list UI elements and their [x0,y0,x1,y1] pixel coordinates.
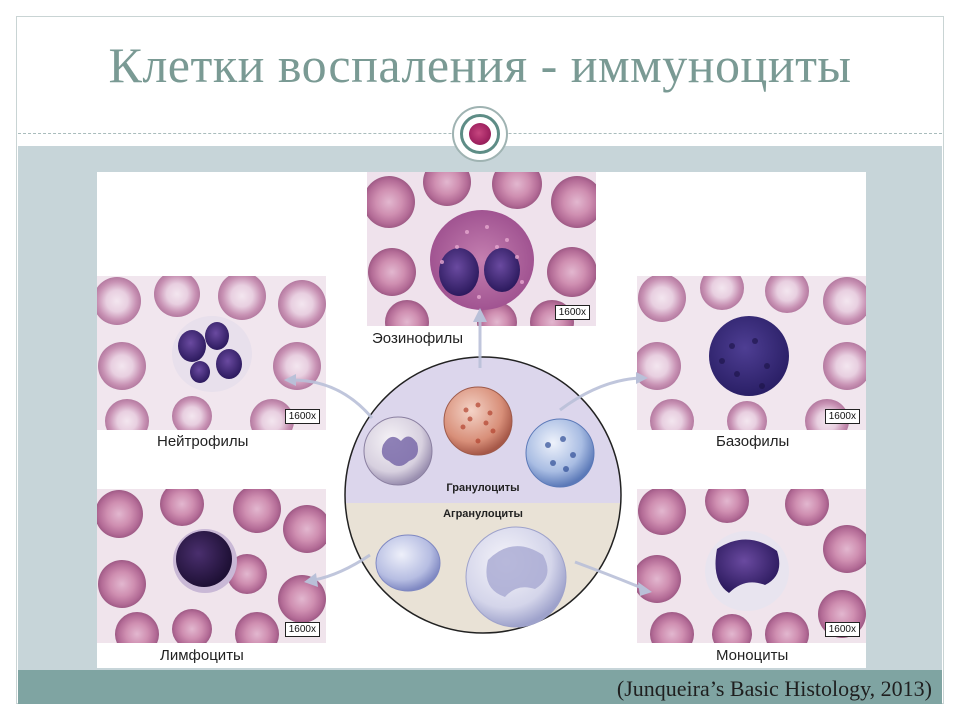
monocyte-schematic [465,526,567,628]
eosinophil-micrograph: 1600x [367,172,596,326]
eosinophil-label: Эозинофилы [372,330,464,347]
eosinophil-scale: 1600x [554,305,590,320]
arrow-monocyte [574,560,643,590]
basophil-scale: 1600x [824,409,860,424]
lymphocyte-micrograph: 1600x [97,489,326,643]
eosinophil-image [367,172,596,326]
neutrophil-micrograph: 1600x [97,276,326,430]
basophil-image [637,276,866,430]
neutrophil-schematic [363,416,433,486]
arrow-neutrophil [291,378,374,419]
monocyte-micrograph: 1600x [637,489,866,643]
monocyte-image [637,489,866,643]
citation-text: (Junqueira’s Basic Histology, 2013) [616,676,932,701]
lymphocyte-scale: 1600x [284,622,320,637]
granulocytes-label: Гранулоциты [446,482,519,494]
neutrophil-scale: 1600x [284,409,320,424]
footer-bar [18,670,942,704]
leukocyte-diagram: Гранулоциты Агранулоциты [344,356,622,634]
lymphocyte-image [97,489,326,643]
arrow-lymphocyte [313,553,371,582]
cell-ornament-icon [452,106,508,162]
basophil-label: Базофилы [716,433,790,450]
neutrophil-label: Нейтрофилы [157,433,249,450]
lymphocyte-schematic [375,534,441,592]
basophil-micrograph: 1600x [637,276,866,430]
monocyte-scale: 1600x [824,622,860,637]
eosinophil-schematic [443,386,513,456]
lymphocyte-label: Лимфоциты [160,647,244,664]
monocyte-label: Моноциты [716,647,789,664]
slide-title: Клетки воспаления - иммуноциты [108,37,852,93]
basophil-schematic [525,418,595,488]
agranulocytes-label: Агранулоциты [443,508,523,520]
neutrophil-image [97,276,326,430]
arrow-basophil [559,376,641,412]
